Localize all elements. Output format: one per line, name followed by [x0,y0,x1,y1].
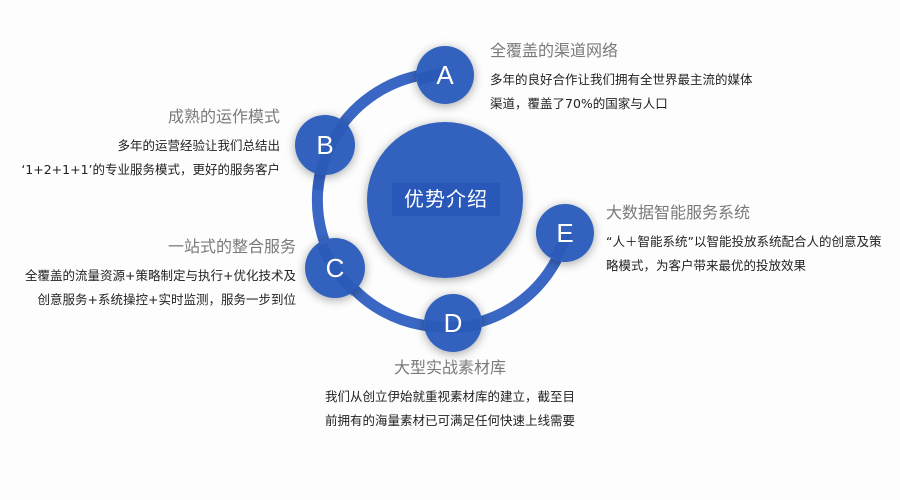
node-circle-d [424,294,482,352]
item-e-line-2: 略模式，为客户带来最优的投放效果 [606,258,807,273]
item-c-line-1: 全覆盖的流量资源+策略制定与执行+优化技术及 [25,268,296,283]
item-e-title: 大数据智能服务系统 [606,203,751,222]
node-letter-a: A [436,60,454,90]
item-a-line-1: 多年的良好合作让我们拥有全世界最主流的媒体 [490,72,753,87]
arc-overlay [312,119,350,191]
item-c: 一站式的整合服务 全覆盖的流量资源+策略制定与执行+优化技术及 创意服务+系统操… [25,236,296,312]
item-d: 大型实战素材库 我们从创立伊始就重视素材库的建立，截至目 前拥有的海量素材已可满… [305,357,595,433]
item-d-line-2: 前拥有的海量素材已可满足任何快速上线需要 [324,413,575,428]
arc-overlay [316,242,359,297]
item-d-line-1: 我们从创立伊始就重视素材库的建立，截至目 [324,389,575,404]
item-a: 全覆盖的渠道网络 多年的良好合作让我们拥有全世界最主流的媒体 渠道，覆盖了70%… [490,40,753,116]
center-title: 优势介绍 [392,183,500,216]
item-e: 大数据智能服务系统 “人＋智能系统”以智能投放系统配合人的创意及策 略模式，为客… [606,202,881,278]
item-e-line-1: “人＋智能系统”以智能投放系统配合人的创意及策 [606,234,882,249]
item-b-line-1: 多年的运营经验让我们总结出 [117,138,280,153]
item-a-line-2: 渠道，覆盖了70%的国家与人口 [490,96,668,111]
item-c-title: 一站式的整合服务 [167,237,296,256]
item-b: 成熟的运作模式 多年的运营经验让我们总结出 ‘1+2+1+1’的专业服务模式，更… [21,106,280,182]
node-letter-b: B [316,130,334,160]
node-letter-c: C [325,253,345,283]
item-b-title: 成熟的运作模式 [167,107,280,126]
node-circle-e [536,204,594,262]
arc-overlay [423,318,482,334]
node-circle-c [305,238,365,298]
node-letter-d: D [443,308,463,338]
item-b-line-2: ‘1+2+1+1’的专业服务模式，更好的服务客户 [21,162,280,177]
node-circle-a [416,46,474,104]
item-a-title: 全覆盖的渠道网络 [490,41,619,60]
node-letter-e: E [556,218,574,248]
arc-overlay [550,231,573,261]
node-circle-b [295,115,355,175]
item-d-title: 大型实战素材库 [393,358,506,377]
item-c-line-2: 创意服务+系统操控+实时监测，服务一步到位 [37,292,296,307]
